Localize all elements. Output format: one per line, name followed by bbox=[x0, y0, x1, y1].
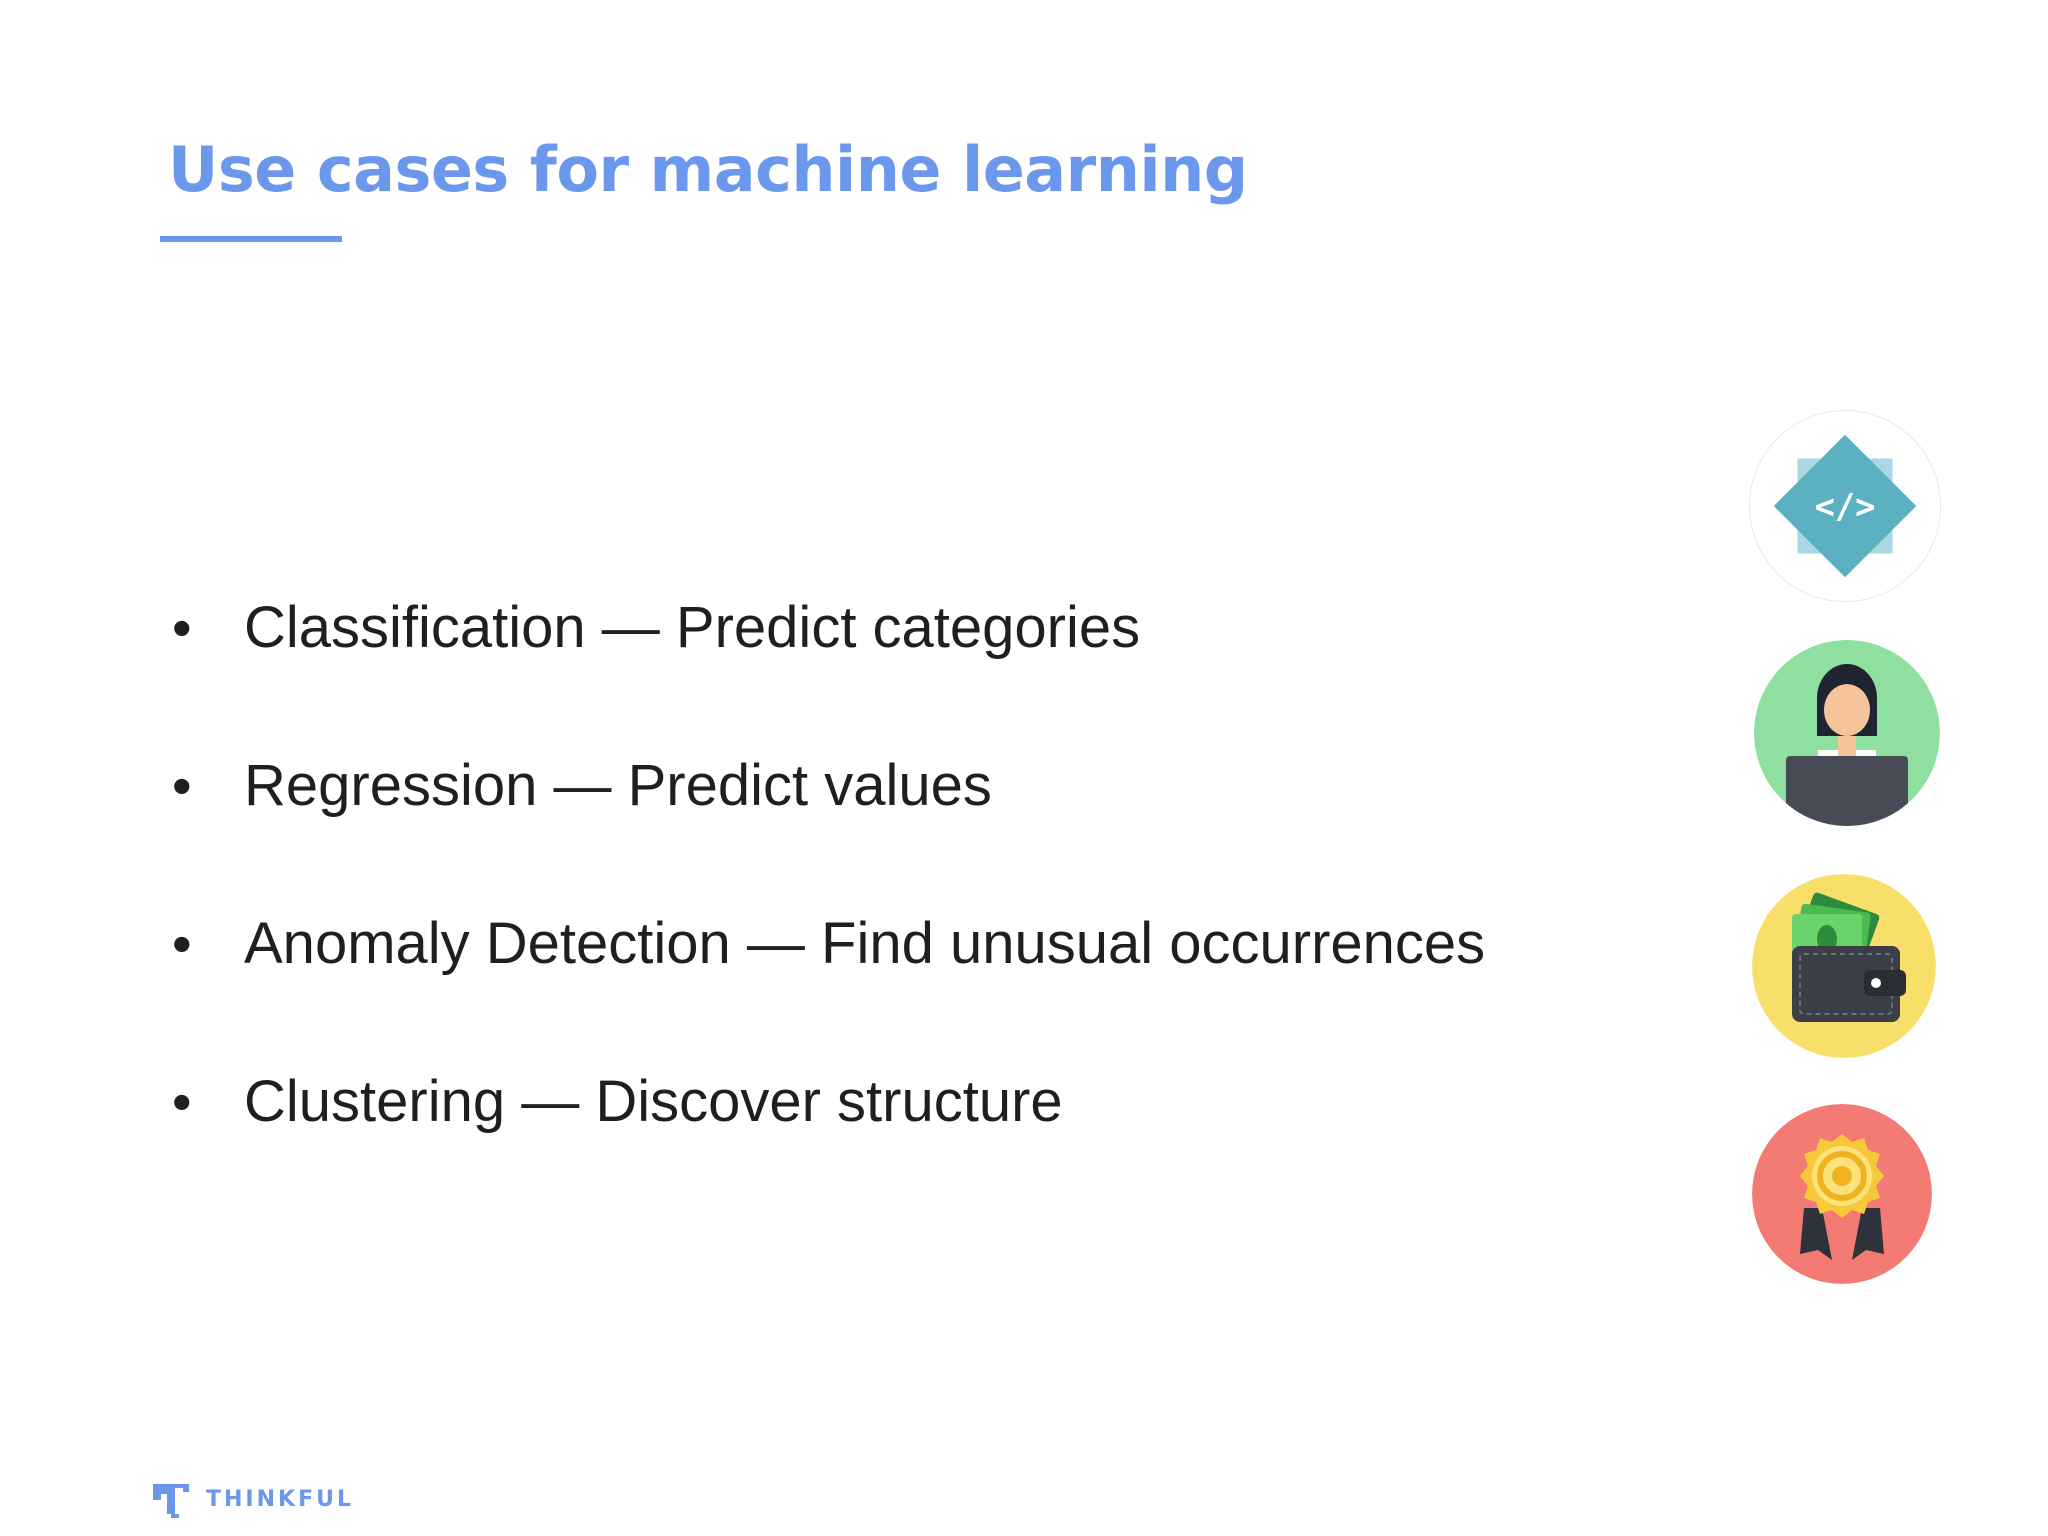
code-diamond-graphic: </> bbox=[1750, 411, 1940, 601]
wallet-graphic bbox=[1752, 874, 1936, 1058]
bullet-marker: • bbox=[172, 912, 192, 975]
list-item: • Classification — Predict categories bbox=[168, 578, 1485, 736]
person-at-laptop-icon bbox=[1754, 640, 1940, 826]
code-diamond-icon: </> bbox=[1749, 410, 1941, 602]
wallet-with-cash-icon bbox=[1752, 874, 1936, 1058]
bullet-marker: • bbox=[172, 1070, 192, 1133]
person-graphic bbox=[1754, 640, 1940, 826]
list-item: • Anomaly Detection — Find unusual occur… bbox=[168, 894, 1485, 1052]
footer-logo: THINKFUL bbox=[150, 1478, 354, 1520]
award-badge-icon bbox=[1752, 1104, 1932, 1284]
bullet-list: • Classification — Predict categories • … bbox=[168, 578, 1485, 1210]
title-underline bbox=[160, 236, 342, 242]
list-item: • Clustering — Discover structure bbox=[168, 1052, 1485, 1210]
slide-title: Use cases for machine learning bbox=[168, 133, 1248, 206]
bullet-text: Anomaly Detection — Find unusual occurre… bbox=[244, 911, 1486, 976]
thinkful-logo-icon bbox=[153, 1484, 189, 1518]
brand-wordmark: THINKFUL bbox=[206, 1486, 354, 1512]
bullet-marker: • bbox=[172, 754, 192, 817]
list-item: • Regression — Predict values bbox=[168, 736, 1485, 894]
award-graphic bbox=[1752, 1104, 1932, 1284]
bullet-marker: • bbox=[172, 596, 192, 659]
bullet-text: Clustering — Discover structure bbox=[244, 1069, 1063, 1134]
bullet-text: Classification — Predict categories bbox=[244, 595, 1141, 660]
bullet-text: Regression — Predict values bbox=[244, 753, 992, 818]
svg-text:</>: </> bbox=[1815, 487, 1876, 526]
